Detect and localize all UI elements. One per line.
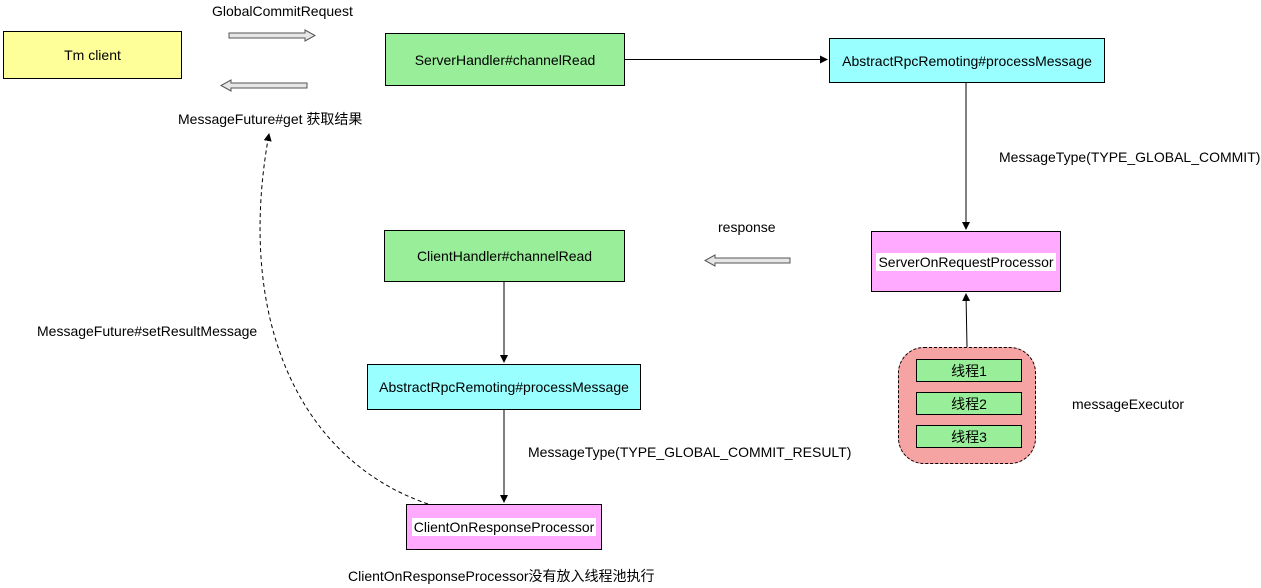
response-label: response [718, 219, 776, 235]
thread-1: 线程1 [916, 359, 1022, 382]
response-hollow-arrow [703, 254, 791, 267]
client-on-response-box: ClientOnResponseProcessor [406, 504, 602, 550]
abstract-rpc-server-box: AbstractRpcRemoting#processMessage [829, 38, 1105, 83]
server-handler-label: ServerHandler#channelRead [414, 51, 596, 68]
message-type-commit-label: MessageType(TYPE_GLOBAL_COMMIT) [999, 149, 1261, 165]
thread-2-label: 线程2 [951, 395, 987, 412]
thread-2: 线程2 [916, 392, 1022, 415]
client-on-response-label: ClientOnResponseProcessor [411, 518, 597, 536]
server-on-request-label: ServerOnRequestProcessor [876, 252, 1056, 271]
server-handler-box: ServerHandler#channelRead [385, 33, 625, 86]
thread-3: 线程3 [916, 425, 1022, 448]
thread-1-label: 线程1 [951, 362, 987, 379]
message-type-commit-result-label: MessageType(TYPE_GLOBAL_COMMIT_RESULT) [528, 444, 852, 460]
abstract-rpc-client-box: AbstractRpcRemoting#processMessage [367, 364, 641, 410]
result-hollow-arrow [219, 79, 308, 92]
request-hollow-arrow [228, 29, 317, 42]
message-executor-label: messageExecutor [1072, 396, 1185, 412]
tm-client-label: Tm client [64, 47, 121, 63]
client-handler-label: ClientHandler#channelRead [416, 248, 593, 264]
no-thread-pool-note: ClientOnResponseProcessor没有放入线程池执行 [348, 568, 655, 584]
dashed-set-result-curve [259, 133, 429, 505]
global-commit-request-label: GlobalCommitRequest [212, 3, 353, 19]
server-on-request-box: ServerOnRequestProcessor [871, 231, 1061, 292]
message-future-get-label: MessageFuture#get 获取结果 [178, 111, 363, 127]
thread-3-label: 线程3 [951, 428, 987, 445]
set-result-message-label: MessageFuture#setResultMessage [37, 323, 258, 339]
arrow-pool-to-serveronrequest [962, 293, 971, 348]
abstract-rpc-server-label: AbstractRpcRemoting#processMessage [842, 52, 1092, 69]
tm-client-box: Tm client [3, 31, 182, 79]
client-handler-box: ClientHandler#channelRead [384, 230, 625, 282]
abstract-rpc-client-label: AbstractRpcRemoting#processMessage [379, 379, 629, 395]
